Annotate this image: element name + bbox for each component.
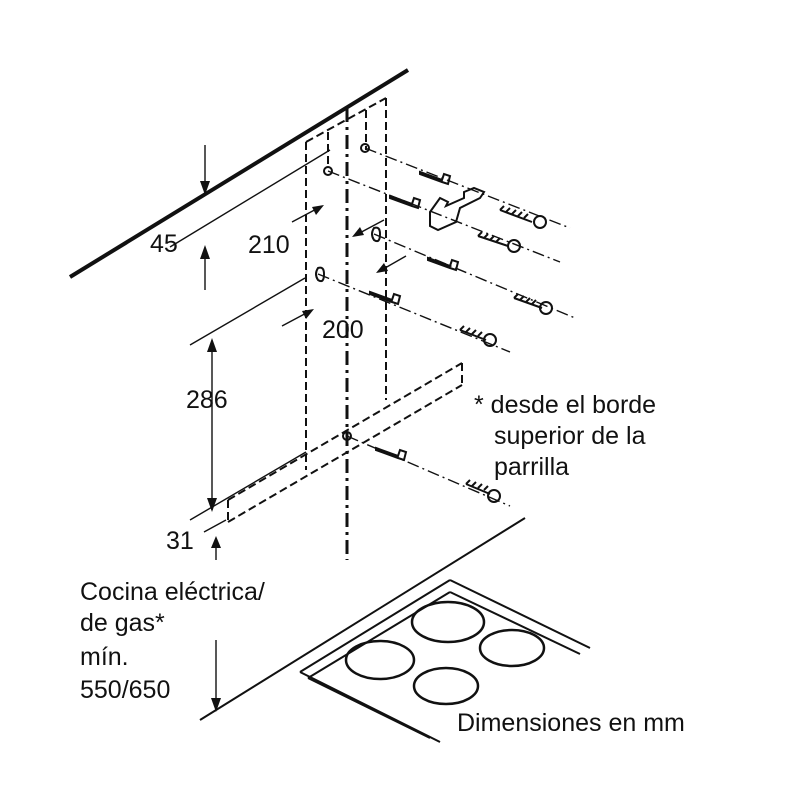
dimension-286: 286 (186, 277, 307, 521)
mounting-bracket (429, 186, 486, 232)
cooktop (199, 517, 591, 743)
hood-outline (227, 362, 463, 523)
burner-icon (478, 628, 546, 668)
chimney-outline (305, 97, 387, 470)
note-block: * desde el borde superior de la parrilla (474, 391, 656, 481)
cooktop-line-1: Cocina eléctrica/ (80, 578, 265, 606)
ceiling-line (68, 68, 410, 279)
burner-icon (410, 600, 486, 644)
wall-plugs (369, 170, 460, 462)
note-line-2: superior de la (494, 422, 646, 450)
units-caption: Dimensiones en mm (457, 709, 685, 737)
burner-icon (344, 639, 416, 681)
dimension-45: 45 (150, 145, 331, 290)
note-line-1: * desde el borde (474, 391, 656, 419)
dim-286-label: 286 (186, 386, 228, 414)
dimension-200: 200 (281, 255, 407, 344)
dim-45-label: 45 (150, 230, 178, 258)
dimension-210: 210 (248, 205, 385, 259)
cooktop-line-3: mín. (80, 643, 129, 671)
note-line-3: parrilla (494, 453, 569, 481)
dim-31-label: 31 (166, 527, 194, 555)
screws (459, 205, 553, 503)
burner-icon (412, 666, 480, 706)
cooktop-line-4: 550/650 (80, 676, 170, 704)
drill-holes (315, 143, 382, 441)
cooktop-label-block: Cocina eléctrica/ de gas* mín. 550/650 (80, 578, 265, 704)
dimension-cooktop-distance (211, 640, 221, 712)
dimension-31: 31 (166, 519, 227, 560)
dim-210-label: 210 (248, 231, 290, 259)
cooktop-line-2: de gas* (80, 609, 165, 637)
dim-200-label: 200 (322, 316, 364, 344)
